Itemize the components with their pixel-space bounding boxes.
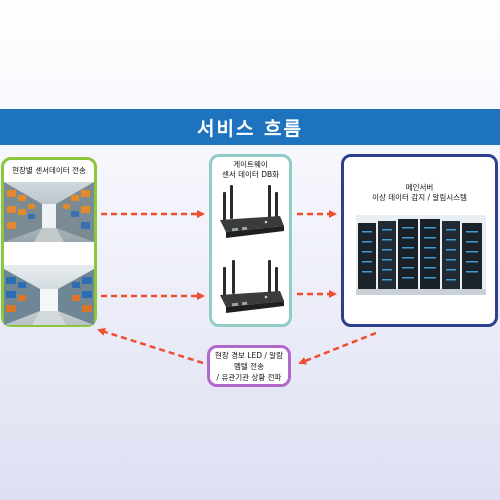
- gateway-router-icon: [220, 260, 284, 313]
- field-sensor-box: 현장별 센서데이터 전송: [1, 157, 97, 327]
- gateway-label: 게이트웨이 센서 데이터 DB화: [212, 160, 289, 180]
- warehouse-image: [4, 182, 94, 242]
- server-rack-image: [356, 215, 486, 295]
- alarm-line-1: 현장 경보 LED / 알람: [214, 351, 284, 360]
- alarm-box: 현장 경보 LED / 알람 멤텔 전송 / 유관기관 상황 전파: [207, 345, 291, 387]
- server-subtitle: 이상 데이터 감지 / 알림시스템: [372, 193, 467, 202]
- arrow-server-to-alarm: [298, 331, 377, 365]
- gateway-title: 게이트웨이: [233, 160, 268, 169]
- gateway-box: 게이트웨이 센서 데이터 DB화: [209, 154, 292, 327]
- alarm-line-2: 멤텔 전송: [234, 362, 264, 371]
- alarm-line-3: / 유관기관 상황 전파: [216, 373, 282, 382]
- title-banner: 서비스 흐름: [0, 109, 500, 145]
- arrow-alarm-to-field: [97, 328, 204, 365]
- gateway-subtitle: 센서 데이터 DB화: [221, 170, 280, 179]
- main-server-box: 메인서버 이상 데이터 감지 / 알림시스템: [341, 154, 498, 327]
- server-label: 메인서버 이상 데이터 감지 / 알림시스템: [344, 183, 495, 203]
- gateway-router-icon: [220, 185, 284, 238]
- warehouse-image: [4, 265, 94, 325]
- alarm-label: 현장 경보 LED / 알람 멤텔 전송 / 유관기관 상황 전파: [210, 350, 288, 383]
- server-title: 메인서버: [405, 183, 434, 192]
- page-title: 서비스 흐름: [196, 117, 303, 140]
- field-sensor-label: 현장별 센서데이터 전송: [12, 166, 86, 175]
